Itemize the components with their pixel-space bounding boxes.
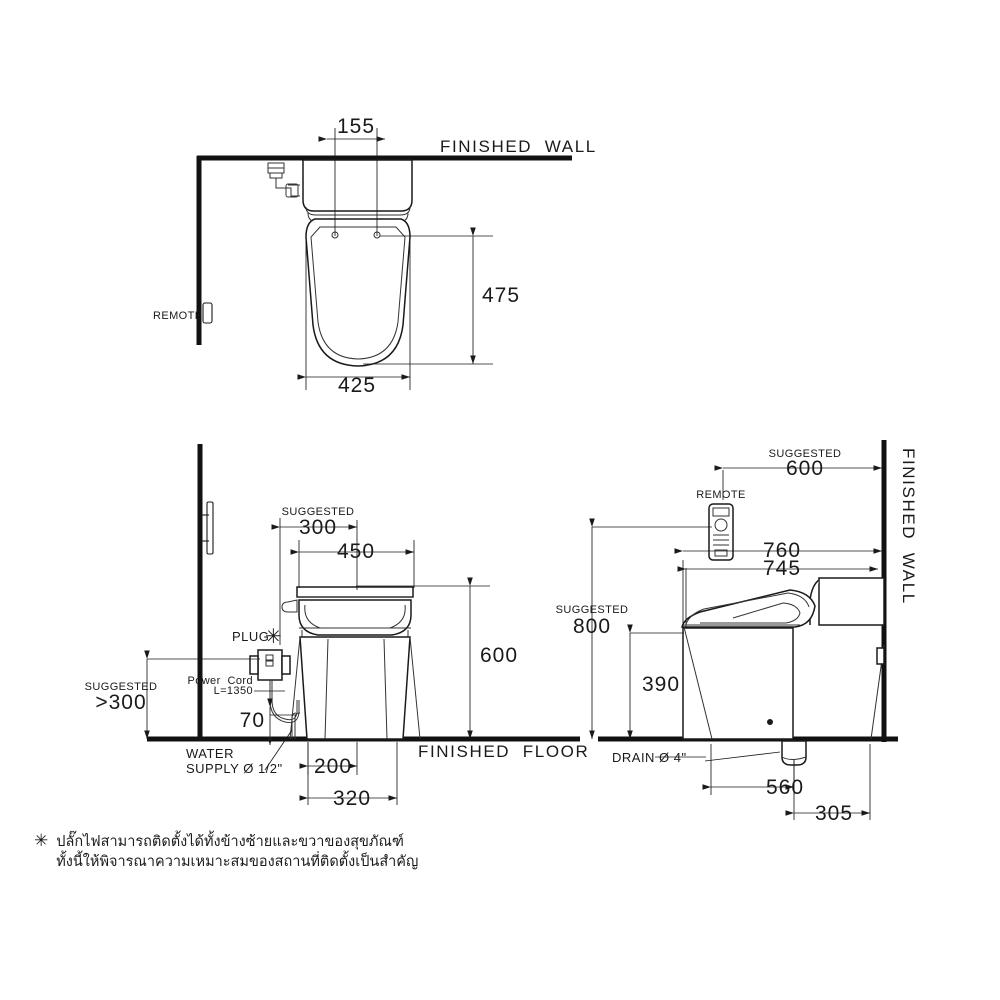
front-power-cord-path bbox=[269, 680, 300, 723]
side-dim-390: 390 bbox=[627, 624, 684, 739]
front-finished-floor-label: FINISHED FLOOR bbox=[418, 742, 589, 761]
front-dim-600-value: 600 bbox=[480, 644, 518, 667]
side-seat-inner-curve bbox=[685, 592, 810, 625]
plan-bowl-inner bbox=[310, 226, 406, 360]
front-power-cord-label-line2: L=1350 bbox=[214, 685, 253, 697]
side-remote-label: REMOTE bbox=[696, 489, 745, 501]
side-remote-buttons bbox=[712, 507, 730, 557]
plan-supply-fitting-icon bbox=[267, 162, 300, 198]
front-plug-label: PLUG bbox=[232, 629, 269, 644]
front-dim-gt300-value: >300 bbox=[95, 691, 146, 714]
side-dim-745-value: 745 bbox=[763, 557, 801, 580]
side-dim-760-value: 760 bbox=[763, 539, 801, 562]
front-water-supply-leader bbox=[264, 729, 293, 771]
side-dim-800-value: 800 bbox=[573, 615, 611, 638]
footnote-line-2: ทั้งนี้ให้พิจารณาความเหมาะสมของสถานที่ติ… bbox=[56, 854, 419, 870]
front-pedestal-outline bbox=[299, 636, 411, 740]
front-pedestal-crease-right bbox=[383, 638, 388, 740]
front-dim-450-value: 450 bbox=[337, 540, 375, 563]
side-dim-800-prefix: SUGGESTED bbox=[556, 604, 629, 616]
front-pedestal-crease-left bbox=[324, 638, 329, 740]
front-dim-200-value: 200 bbox=[314, 755, 352, 778]
front-dim-320-value: 320 bbox=[333, 787, 371, 810]
plan-finished-wall-label: FINISHED WALL bbox=[440, 137, 597, 156]
front-dim-300: SUGGESTED 300 bbox=[271, 506, 358, 645]
front-dim-gt300: SUGGESTED >300 bbox=[85, 650, 260, 739]
front-seat-lid bbox=[298, 599, 412, 636]
side-dim-305-value: 305 bbox=[815, 802, 853, 825]
front-water-supply-label-line1: WATER bbox=[186, 746, 234, 761]
front-plug-outlet-icon bbox=[249, 649, 291, 681]
plan-dim-425: 425 bbox=[297, 240, 411, 397]
front-plug-asterisk: ✳ bbox=[265, 626, 282, 648]
front-dim-70-value: 70 bbox=[240, 709, 265, 732]
side-drain-leader-curve bbox=[704, 751, 781, 762]
footnote-asterisk-icon: ✳ bbox=[34, 831, 49, 851]
front-elevation-group: FINISHED FLOOR bbox=[85, 444, 589, 810]
plan-dim-155-value: 155 bbox=[337, 115, 375, 138]
front-dim-gt300-prefix: SUGGESTED bbox=[85, 681, 158, 693]
plan-dim-475-value: 475 bbox=[482, 284, 520, 307]
plan-remote-bracket-icon bbox=[203, 303, 212, 323]
front-pedestal-right-flare bbox=[409, 636, 421, 740]
side-pedestal-fill bbox=[682, 627, 794, 740]
side-seat-outline bbox=[681, 589, 816, 628]
front-dim-320: 320 bbox=[299, 742, 398, 810]
side-dim-560-value: 560 bbox=[766, 776, 804, 799]
footnote-block: ✳ ปลั๊กไฟสามารถติดตั้งได้ทั้งข้างซ้ายและ… bbox=[34, 832, 494, 872]
plan-dim-155: 155 bbox=[318, 115, 385, 236]
side-seat-ring bbox=[700, 602, 801, 624]
front-remote-bracket-icon bbox=[200, 502, 213, 554]
footnote-lines: ปลั๊กไฟสามารถติดตั้งได้ทั้งข้างซ้ายและขว… bbox=[56, 832, 418, 872]
front-dim-600: 600 bbox=[356, 577, 518, 739]
plan-tank-outline bbox=[302, 159, 413, 212]
plan-dim-425-value: 425 bbox=[338, 374, 376, 397]
side-floor-outlet-dot bbox=[767, 719, 773, 725]
side-dim-390-value: 390 bbox=[642, 673, 680, 696]
side-dim-600: SUGGESTED 600 bbox=[714, 448, 882, 500]
front-dim-70: 70 bbox=[240, 698, 296, 745]
front-dim-300-prefix: SUGGESTED bbox=[282, 506, 355, 518]
side-elevation-group: FINISHED WALL REMOTE bbox=[556, 440, 918, 825]
front-power-cord-label-line1: Power Cord bbox=[187, 675, 253, 687]
plan-remote-label: REMOTE bbox=[153, 310, 202, 322]
plan-bowl-outline bbox=[305, 218, 411, 367]
side-wall-bracket-icon bbox=[876, 647, 885, 665]
front-water-supply-label-line2: SUPPLY Ø 1/2" bbox=[186, 761, 283, 776]
front-tank-top bbox=[296, 586, 414, 598]
side-tank-rear bbox=[818, 577, 885, 626]
plan-dim-475: 475 bbox=[363, 227, 520, 365]
plan-view-group: REMOTE FINISHED WALL bbox=[153, 115, 597, 397]
side-remote-icon bbox=[708, 503, 734, 561]
side-pedestal-front-edge bbox=[683, 626, 713, 740]
side-dim-600-prefix: SUGGESTED bbox=[769, 448, 842, 460]
front-flush-lever-icon bbox=[281, 599, 298, 613]
front-dim-450: 450 bbox=[290, 540, 415, 588]
front-dim-300-value: 300 bbox=[299, 516, 337, 539]
side-finished-wall-label: FINISHED WALL bbox=[899, 448, 918, 605]
side-drain-stub-curve bbox=[781, 756, 807, 760]
plan-lid-band-1 bbox=[305, 206, 411, 216]
side-drain-label: DRAIN Ø 4" bbox=[612, 750, 687, 765]
side-dim-600-value: 600 bbox=[786, 457, 824, 480]
side-dim-305: 305 bbox=[785, 744, 871, 825]
front-dim-200: 200 bbox=[299, 742, 358, 778]
footnote-line-1: ปลั๊กไฟสามารถติดตั้งได้ทั้งข้างซ้ายและขว… bbox=[56, 834, 404, 850]
side-dim-745: 745 bbox=[677, 557, 878, 627]
side-dim-800: SUGGESTED 800 bbox=[556, 518, 712, 739]
